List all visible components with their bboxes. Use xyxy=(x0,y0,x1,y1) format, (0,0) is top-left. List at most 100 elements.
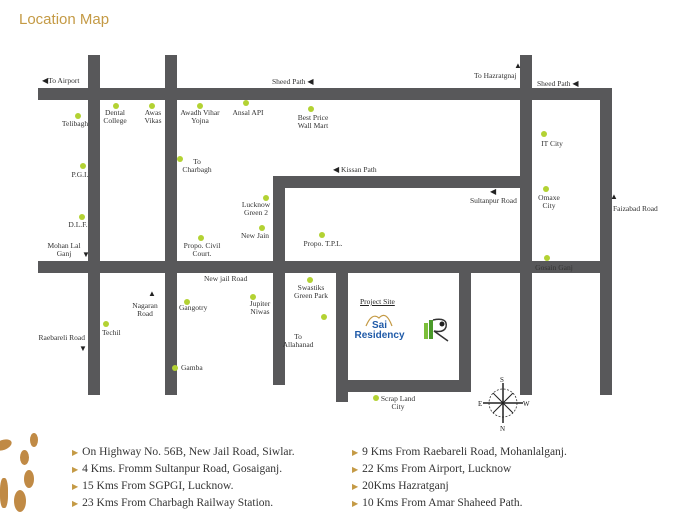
highlight-item: ▶23 Kms From Charbagh Railway Station. xyxy=(72,497,274,509)
landmark-dot xyxy=(149,103,155,109)
landmark-dot xyxy=(177,156,183,162)
landmark-dot xyxy=(308,106,314,112)
road-faizabad-vertical xyxy=(600,88,612,395)
landmark-dot xyxy=(198,235,204,241)
place-gosain-ganj: Gosain Ganj xyxy=(535,263,573,272)
triangle-bullet-icon: ▶ xyxy=(72,499,79,508)
triangle-bullet-icon: ▶ xyxy=(72,482,79,491)
road-label-sheed-path-right: Sheed Path ◀ xyxy=(537,79,579,88)
place-omaxe-city: Omaxe City xyxy=(538,193,560,210)
road-label-raebareli-road: Raebareli Road xyxy=(38,333,85,342)
place-telibagh: Telibagh xyxy=(61,119,89,128)
place-techil: Techil xyxy=(102,328,121,337)
road-label-kissan-path: ◀ Kissan Path xyxy=(333,165,377,174)
road-hazratganj-vertical xyxy=(520,55,532,395)
arrow-down-icon: ▼ xyxy=(79,344,87,353)
road-second-vertical xyxy=(165,55,177,395)
place-jupiter-niwas: Jupiter Niwas xyxy=(249,299,271,316)
landmark-dot xyxy=(172,365,178,371)
road-kissan-path xyxy=(273,176,531,188)
lotus-icon xyxy=(365,314,393,327)
road-project-bottom xyxy=(336,380,466,392)
place-swastiks-green-park: Swastiks Green Park xyxy=(294,283,328,300)
arrow-up-icon: ▲ xyxy=(610,192,618,201)
highlight-item: ▶10 Kms From Amar Shaheed Path. xyxy=(352,497,523,509)
place-awas-vikas: Awas Vikas xyxy=(144,108,162,125)
project-site-label: Project Site xyxy=(360,297,395,306)
road-label-mohan-lal-ganj: Mohan Lal Ganj xyxy=(47,241,81,258)
road-left-vertical xyxy=(88,55,100,395)
road-sheed-path xyxy=(38,88,612,100)
landmark-dot xyxy=(263,195,269,201)
arrow-up-icon: ▲ xyxy=(148,289,156,298)
landmark-dot xyxy=(243,100,249,106)
landmark-dot xyxy=(321,314,327,320)
place-gangotry: Gangotry xyxy=(179,303,208,312)
landmark-dot xyxy=(543,186,549,192)
arrow-left-icon: ◀ xyxy=(42,76,49,85)
landmark-dot xyxy=(373,395,379,401)
page-title: Location Map xyxy=(19,11,110,28)
landmark-dot xyxy=(80,163,86,169)
place-dlf: D.L.F. xyxy=(68,220,88,229)
highlight-item: ▶22 Kms From Airport, Lucknow xyxy=(352,463,512,475)
compass-south-label: S xyxy=(500,376,504,384)
triangle-bullet-icon: ▶ xyxy=(352,499,359,508)
triangle-bullet-icon: ▶ xyxy=(72,465,79,474)
landmark-dot xyxy=(113,103,119,109)
landmark-dot xyxy=(79,214,85,220)
road-label-new-jail-road: New jail Road xyxy=(204,274,248,283)
road-project-right xyxy=(459,273,471,392)
compass-east-label: E xyxy=(478,400,482,408)
road-label-nagaran-road: Nagaran Road xyxy=(132,301,158,318)
place-civil-court: Propo. Civil Court. xyxy=(183,241,221,258)
landmark-dot xyxy=(541,131,547,137)
place-dental-college: Dental College xyxy=(103,108,127,125)
road-label-to-allahabad: To Allahanad xyxy=(282,332,314,349)
landmark-dot xyxy=(103,321,109,327)
triangle-bullet-icon: ▶ xyxy=(72,448,79,457)
landmark-dot xyxy=(544,255,550,261)
road-label-sultanpur-road: Sultanpur Road xyxy=(470,196,517,205)
arrow-left-icon: ◀ xyxy=(572,79,579,88)
arrow-down-icon: ▼ xyxy=(82,250,90,259)
place-lucknow-green: Lucknow Green 2 xyxy=(241,200,271,217)
place-gamba: Gamba xyxy=(181,363,203,372)
place-it-city: IT City xyxy=(541,139,563,148)
highlights-right: ▶9 Kms From Raebareli Road, Mohanlalganj… xyxy=(352,444,567,512)
triangle-bullet-icon: ▶ xyxy=(352,448,359,457)
arrow-left-icon: ◀ xyxy=(490,187,497,196)
landmark-dot xyxy=(75,113,81,119)
place-pgi: P.G.I. xyxy=(71,170,89,179)
landmark-dot xyxy=(259,225,265,231)
compass-rose-icon: S N E W xyxy=(478,376,530,433)
highlight-item: ▶9 Kms From Raebareli Road, Mohanlalganj… xyxy=(352,446,567,458)
road-middle-vertical xyxy=(273,176,285,385)
highlight-item: ▶20Kms Hazratganj xyxy=(352,480,449,492)
road-new-jail-road xyxy=(38,261,612,273)
highlight-item: ▶15 Kms From SGPGI, Lucknow. xyxy=(72,480,234,492)
landmark-dot xyxy=(307,277,313,283)
place-ansal-api: Ansal API xyxy=(232,108,264,117)
landmark-dot xyxy=(184,299,190,305)
arrow-up-icon: ▲ xyxy=(514,61,522,70)
road-label-to-charbagh: To Charbagh xyxy=(182,157,212,174)
road-label-to-hazratganj: To Hazratgnaj xyxy=(474,71,517,80)
highlight-item: ▶On Highway No. 56B, New Jail Road, Siwl… xyxy=(72,446,295,458)
triangle-bullet-icon: ▶ xyxy=(352,482,359,491)
landmark-dot xyxy=(197,103,203,109)
place-new-jain: New Jain xyxy=(240,231,270,240)
developer-r-logo xyxy=(424,318,449,342)
place-best-price: Best Price Wall Mart xyxy=(297,113,329,130)
place-awadh-vihar-yojna: Awadh Vihar Yojna xyxy=(180,108,220,125)
road-label-sheed-path: Sheed Path ◀ xyxy=(272,77,314,86)
highlight-item: ▶4 Kms. Fromm Sultanpur Road, Gosaiganj. xyxy=(72,463,283,475)
compass-north-label: N xyxy=(500,425,505,433)
arrow-left-icon: ◀ xyxy=(307,77,314,86)
landmark-dot xyxy=(319,232,325,238)
sai-residency-logo: Sai Residency xyxy=(352,308,407,348)
place-tpl: Propo. T.P.L. xyxy=(303,239,343,248)
landmark-dot xyxy=(250,294,256,300)
arrow-left-icon: ◀ xyxy=(333,165,340,174)
